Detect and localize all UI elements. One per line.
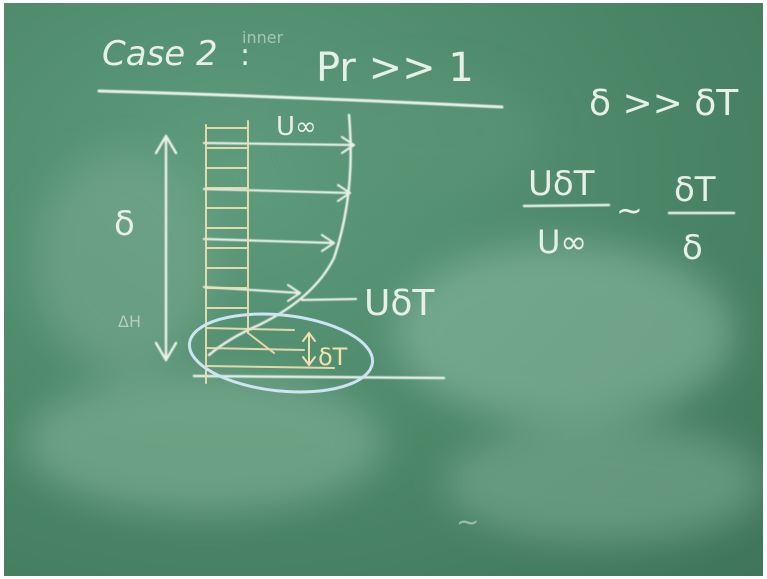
label-delta-h: ΔH xyxy=(118,312,141,331)
eraser-smudges xyxy=(24,73,763,543)
u-delta-t-pointer xyxy=(300,297,358,302)
heading-colon: : xyxy=(240,38,250,73)
ratio-denominator-right: δ xyxy=(682,228,703,268)
label-u-delta-t: UδT xyxy=(364,283,435,324)
chalkboard-drawing: Case 2 : inner Pr >> 1 δ >> δT δ U∞ UδT … xyxy=(24,28,763,543)
bottom-sim: ~ xyxy=(456,505,479,538)
ratio-left-bar xyxy=(522,203,611,208)
label-free-stream: U∞ xyxy=(276,112,317,142)
ratio-denominator-left: U∞ xyxy=(537,223,587,261)
thermal-ladder-lines xyxy=(205,120,335,384)
label-delta: δ xyxy=(114,204,135,244)
velocity-profile-curve xyxy=(207,113,352,357)
heading-underline xyxy=(97,89,504,109)
label-delta-t: δT xyxy=(318,343,348,371)
delta-height-arrow xyxy=(154,134,178,362)
delta-t-arrow xyxy=(302,331,316,367)
ratio-numerator-left: UδT xyxy=(528,164,595,204)
wall-line xyxy=(192,374,446,380)
ratio-sim: ~ xyxy=(616,191,643,229)
heading-relation: Pr >> 1 xyxy=(316,45,474,91)
right-relation: δ >> δT xyxy=(589,83,739,124)
heading-note: inner xyxy=(242,28,284,47)
heading-case: Case 2 xyxy=(102,34,218,74)
chalkboard: Case 2 : inner Pr >> 1 δ >> δT δ U∞ UδT … xyxy=(4,3,763,576)
thermal-layer-ellipse xyxy=(187,312,375,394)
ratio-numerator-right: δT xyxy=(674,170,716,210)
